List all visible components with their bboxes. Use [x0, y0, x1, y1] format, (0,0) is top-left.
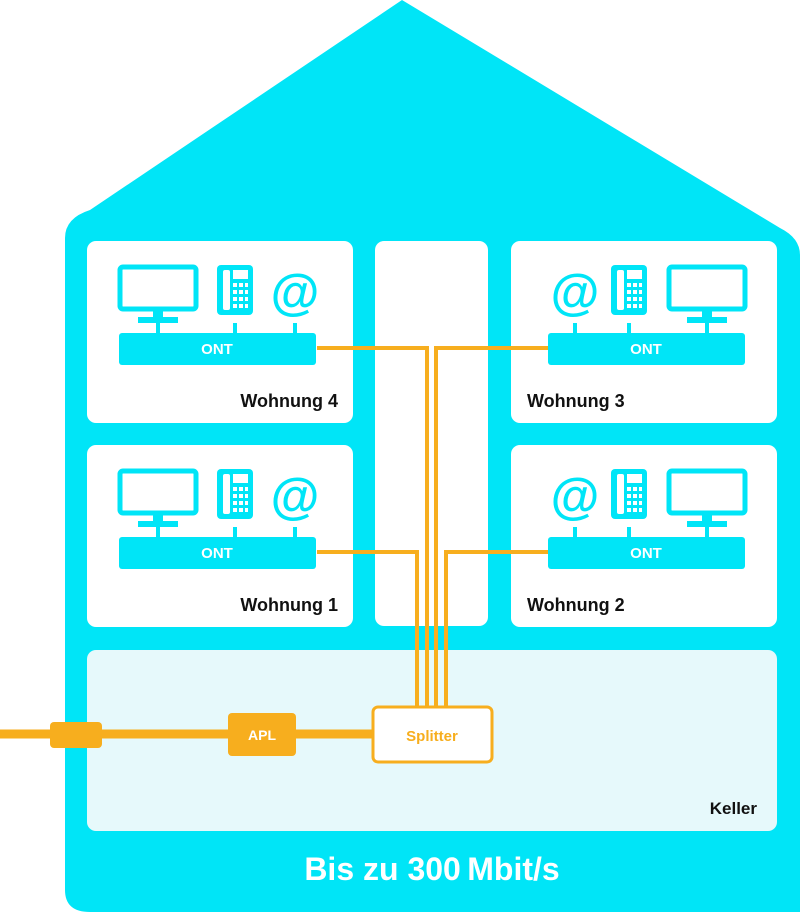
device-connector	[156, 527, 160, 538]
ont-label: ONT	[201, 341, 233, 358]
ont-device	[119, 333, 316, 365]
device-connector	[573, 323, 577, 334]
apartment-4: ONT @ Wohnung 2	[511, 445, 777, 627]
entry-connector	[50, 722, 102, 748]
at-icon: @	[551, 264, 600, 320]
phone-icon	[217, 469, 253, 519]
ont-label: ONT	[630, 341, 662, 358]
fiber-lines	[317, 346, 548, 707]
apartment-3: ONT @ Wohnung 1	[87, 445, 353, 627]
at-icon: @	[271, 264, 320, 320]
apl-box	[228, 713, 296, 756]
device-connector	[156, 323, 160, 334]
device-connector	[627, 323, 631, 334]
apl-label: APL	[248, 727, 276, 743]
ont-label: ONT	[630, 545, 662, 562]
at-icon: @	[271, 468, 320, 524]
device-connector	[627, 527, 631, 538]
device-connector	[233, 527, 237, 538]
device-connector	[293, 323, 297, 334]
ont-label: ONT	[201, 545, 233, 562]
splitter-box	[371, 705, 494, 764]
apartment-room	[87, 241, 353, 423]
phone-icon	[611, 469, 647, 519]
device-connector	[705, 527, 709, 538]
speed-caption: Bis zu 300 Mbit/s	[304, 851, 559, 887]
riser-shaft	[375, 241, 488, 626]
device-connector	[233, 323, 237, 334]
apartment-name: Wohnung 3	[527, 391, 625, 411]
apartment-room	[87, 445, 353, 627]
apartment-2: ONT @ Wohnung 3	[511, 241, 777, 423]
apartment-name: Wohnung 4	[240, 391, 338, 411]
ont-device	[548, 537, 745, 569]
ont-device	[119, 537, 316, 569]
device-connector	[705, 323, 709, 334]
splitter-label: Splitter	[406, 728, 458, 745]
apartment-room	[511, 241, 777, 423]
device-connector	[573, 527, 577, 538]
apartment-room	[511, 445, 777, 627]
apartment-name: Wohnung 1	[240, 595, 338, 615]
ont-device	[548, 333, 745, 365]
apartment-name: Wohnung 2	[527, 595, 625, 615]
at-icon: @	[551, 468, 600, 524]
apartment-1: ONT @ Wohnung 4	[87, 241, 353, 423]
phone-icon	[611, 265, 647, 315]
device-connector	[293, 527, 297, 538]
basement-label: Keller	[710, 799, 758, 818]
phone-icon	[217, 265, 253, 315]
